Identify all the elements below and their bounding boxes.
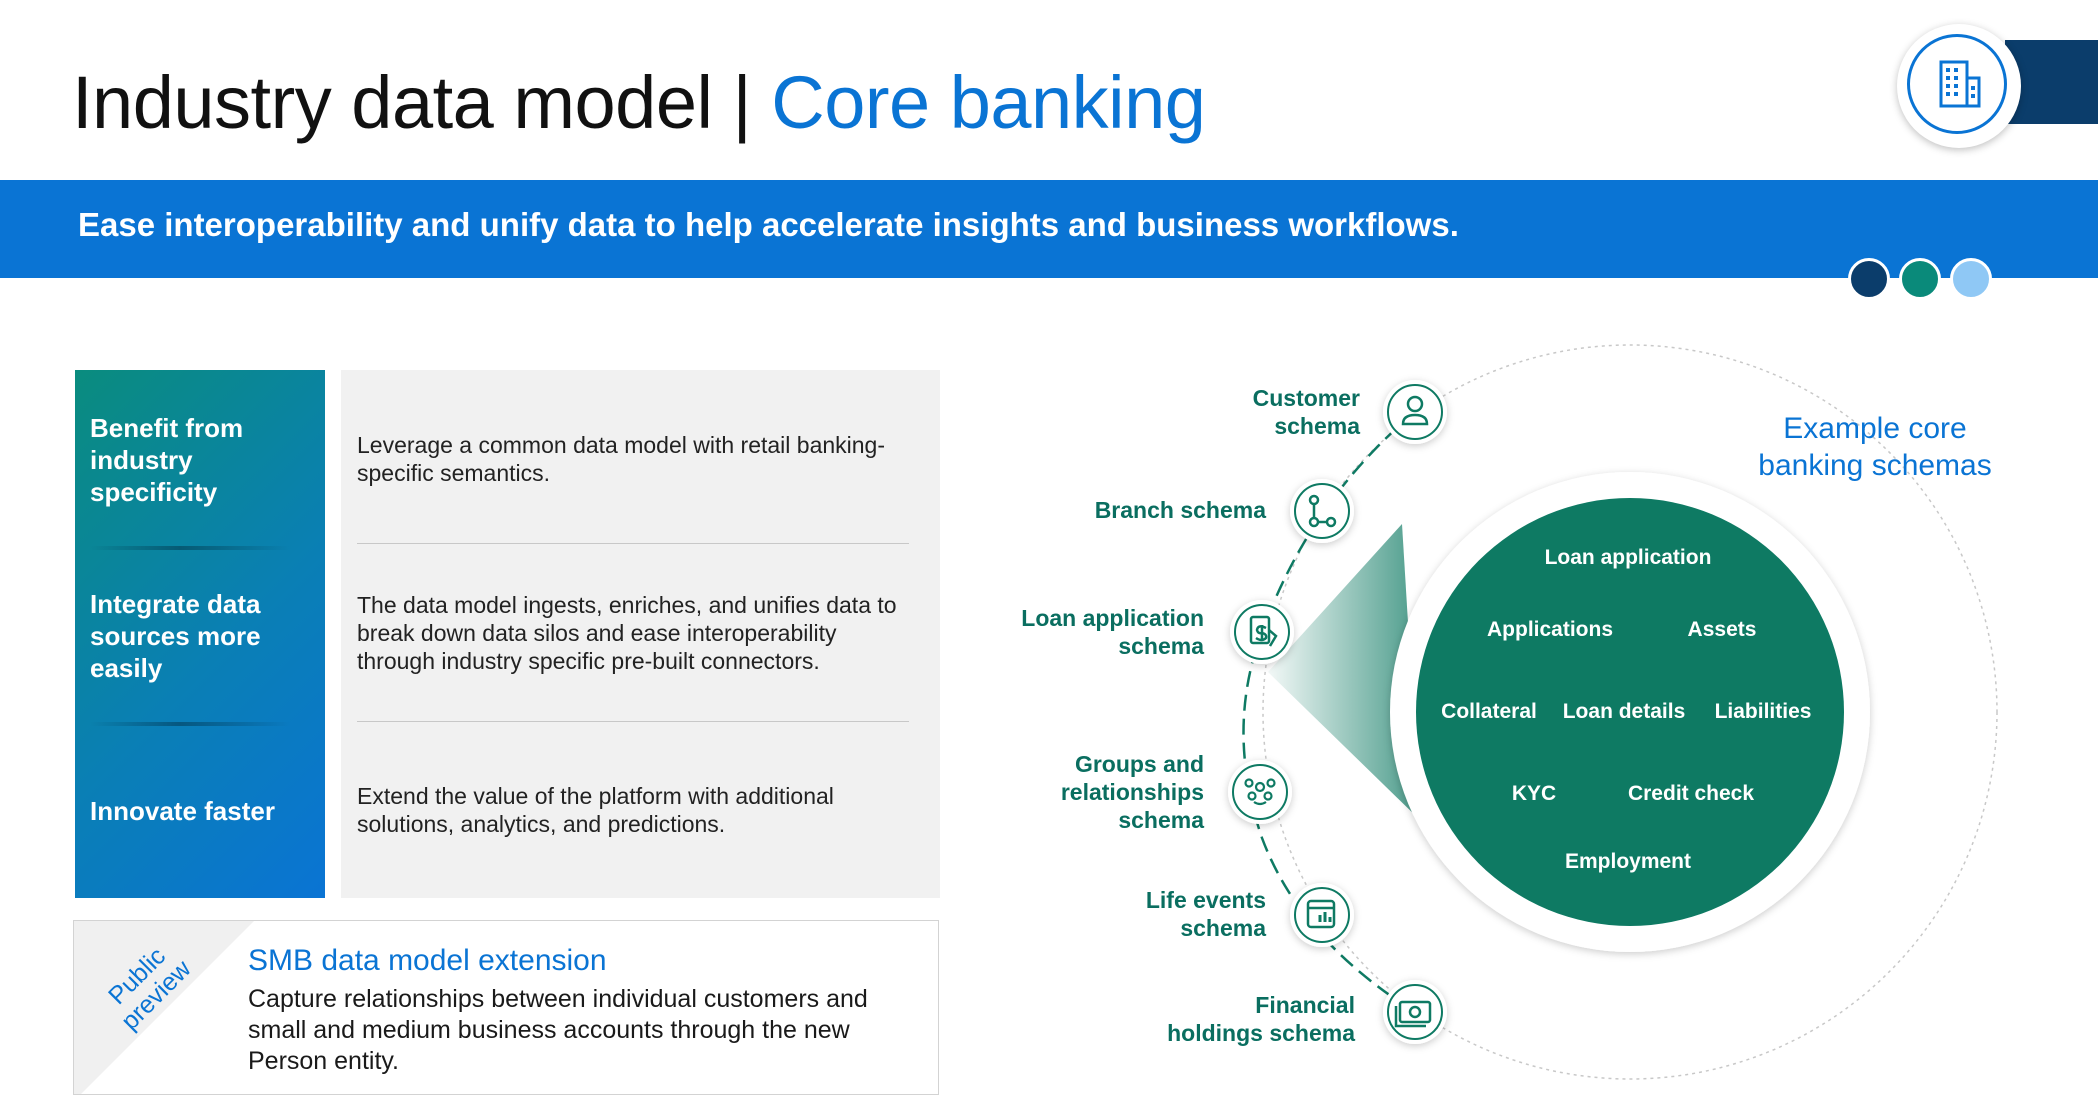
entity-label: Loan application <box>1544 546 1712 569</box>
diagram-title: Example core banking schemas <box>1758 412 1992 482</box>
light-blue-dot <box>1950 258 1992 300</box>
loan-spotlight-cone <box>1268 524 1420 820</box>
entity-label: Credit check <box>1627 782 1755 805</box>
calendar-chart-icon <box>1306 899 1336 929</box>
entity-label: Assets <box>1687 618 1757 641</box>
benefits-description-panel <box>341 370 940 898</box>
benefit-separator <box>90 722 290 726</box>
benefit-separator <box>90 546 290 550</box>
loan-application-schema-label: Loan application schema <box>1021 605 1204 659</box>
entity-label: Collateral <box>1441 700 1537 723</box>
preview-corner-ribbon <box>74 921 254 1094</box>
benefit-label: Benefit from industry specificity <box>90 413 244 507</box>
schema-arc <box>1242 411 1416 1014</box>
benefit-description: Leverage a common data model with retail… <box>357 432 886 486</box>
teal-dot <box>1899 258 1941 300</box>
life-events-schema-label: Life events schema <box>1145 887 1266 941</box>
money-icon <box>1394 1000 1432 1028</box>
loan-document-icon <box>1249 615 1278 647</box>
benefit-description: The data model ingests, enriches, and un… <box>357 592 897 674</box>
smb-title: SMB data model extension <box>248 944 607 977</box>
smb-description: Capture relationships between individual… <box>248 985 868 1075</box>
description-separator <box>357 721 909 722</box>
entity-label: Applications <box>1486 618 1614 641</box>
banner-text: Ease interoperability and unify data to … <box>78 206 1459 243</box>
benefit-label: Integrate data sources more easily <box>90 589 261 683</box>
page-title-main: Industry data model | <box>72 61 772 144</box>
benefits-label-column <box>75 370 325 898</box>
entity-label: Loan details <box>1562 700 1686 723</box>
page-title: Industry data model | Core banking <box>72 58 1206 148</box>
building-icon <box>1939 60 1981 108</box>
corner-badge-ring <box>1907 34 2007 134</box>
life-events-schema-node <box>1290 883 1354 947</box>
groups-schema-node <box>1228 760 1292 824</box>
group-icon <box>1244 778 1276 806</box>
financial-holdings-schema-label: Financial holdings schema <box>1167 992 1355 1046</box>
person-icon <box>1401 395 1429 426</box>
groups-schema-label: Groups and relationships schema <box>1060 751 1204 833</box>
branch-schema-node <box>1290 479 1354 543</box>
benefit-label: Innovate faster <box>90 796 275 826</box>
smb-extension-card: Public preview <box>73 920 939 1095</box>
branch-icon <box>1308 494 1337 528</box>
navy-dot <box>1848 258 1890 300</box>
financial-holdings-schema-node <box>1383 980 1447 1044</box>
customer-schema-node <box>1383 380 1447 444</box>
entity-label: Employment <box>1564 850 1692 873</box>
banner <box>0 180 2098 278</box>
benefit-description: Extend the value of the platform with ad… <box>357 783 834 837</box>
customer-schema-label: Customer schema <box>1252 385 1360 439</box>
description-separator <box>357 543 909 544</box>
page-title-accent: Core banking <box>771 61 1206 144</box>
loan-application-schema-node <box>1230 600 1294 664</box>
entity-label: KYC <box>1511 782 1557 805</box>
branch-schema-label: Branch schema <box>1094 497 1266 523</box>
entity-label: Liabilities <box>1714 700 1812 723</box>
